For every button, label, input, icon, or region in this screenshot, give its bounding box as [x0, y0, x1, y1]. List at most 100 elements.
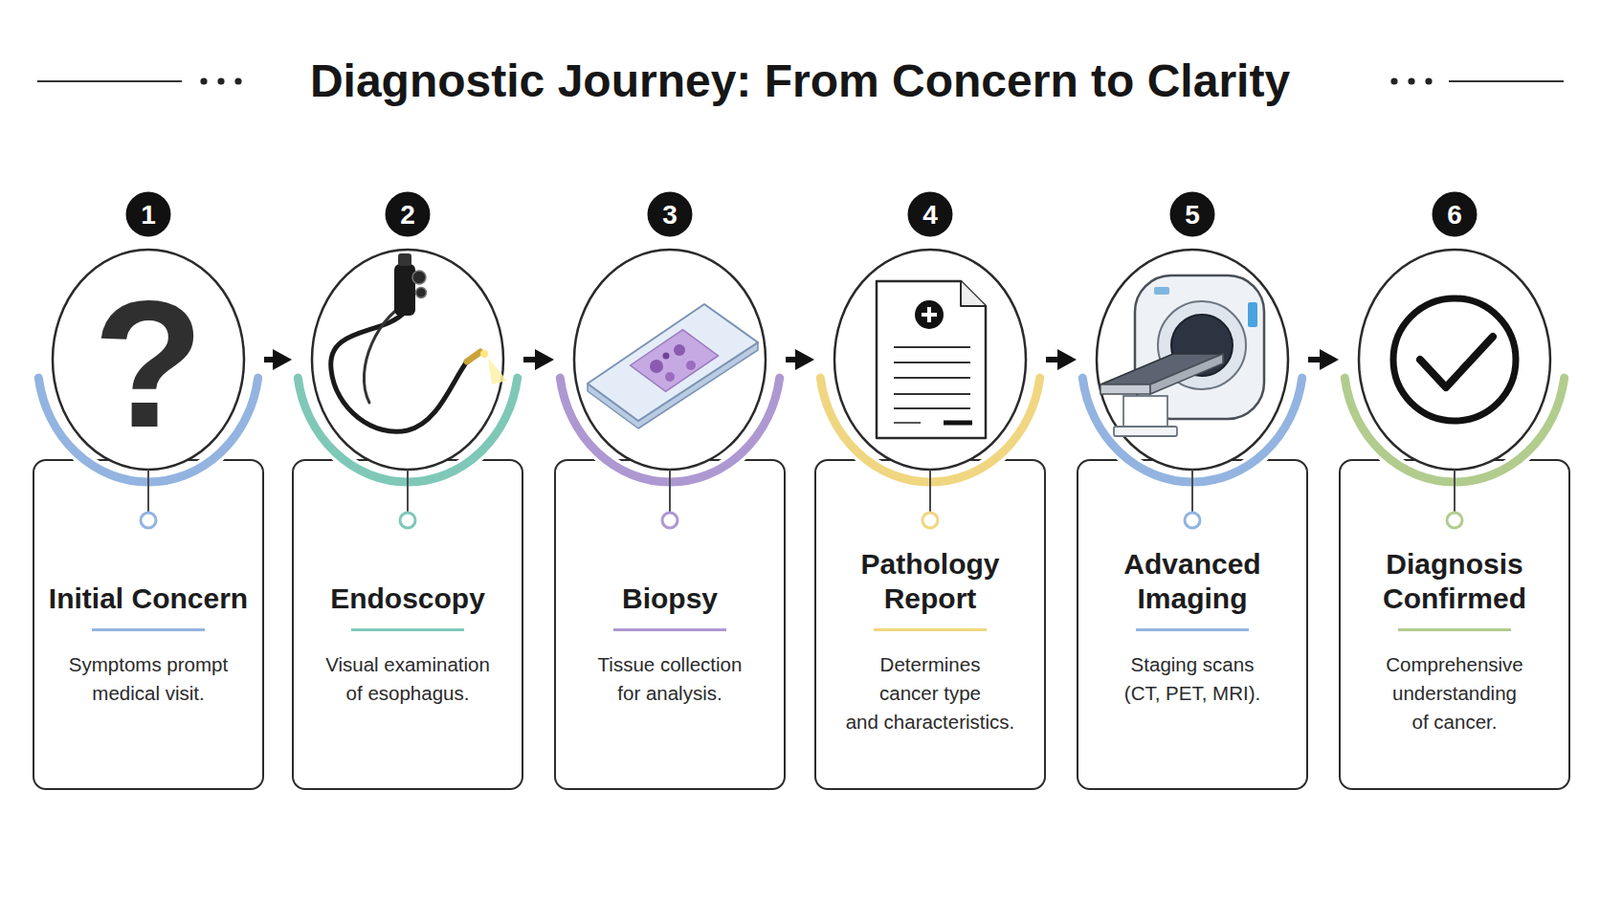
endoscope-icon — [363, 300, 414, 403]
step-description: Symptoms prompt medical visit. — [55, 650, 242, 709]
step-number: 2 — [384, 201, 431, 229]
step-description: Staging scans (CT, PET, MRI). — [1099, 650, 1286, 709]
step-box: BiopsyTissue collection for analysis. — [554, 459, 786, 791]
number-badge — [385, 192, 431, 238]
title-dot — [217, 77, 224, 85]
icon-circle — [574, 249, 766, 470]
document-icon — [943, 421, 973, 426]
endoscope-icon — [398, 253, 412, 267]
icon-circle — [1096, 249, 1289, 470]
endoscope-icon — [416, 288, 427, 299]
endoscope-icon — [412, 270, 426, 285]
step-box: Initial ConcernSymptoms prompt medical v… — [32, 459, 265, 791]
step-heading: Diagnosis Confirmed — [1346, 547, 1563, 617]
endoscope-icon — [331, 253, 508, 432]
flow-arrow — [1045, 356, 1067, 363]
document-icon — [914, 300, 944, 330]
step-box: EndoscopyVisual examination of esophagus… — [291, 459, 524, 791]
title-dot — [1424, 77, 1432, 85]
slide-icon — [686, 360, 696, 371]
document-icon — [893, 407, 971, 410]
number-badge — [908, 192, 954, 238]
step-heading: Endoscopy — [299, 547, 516, 617]
heading-underline — [351, 628, 465, 632]
slide-icon — [665, 372, 675, 382]
title-dot — [200, 77, 207, 85]
scanner-icon — [1100, 275, 1265, 437]
scanner-icon — [1100, 354, 1223, 385]
title-rule — [37, 80, 182, 83]
step-number: 4 — [907, 201, 954, 229]
title-rule — [1448, 80, 1564, 83]
icon-circle — [1358, 249, 1551, 470]
checkmark-icon — [1420, 336, 1493, 388]
scanner-icon — [1154, 287, 1170, 295]
heading-underline — [1135, 628, 1249, 632]
document-icon — [921, 307, 937, 323]
slide-icon — [587, 304, 758, 422]
step-number: 5 — [1169, 201, 1216, 229]
document-icon — [893, 422, 921, 424]
flow-arrow — [1308, 356, 1330, 363]
scanner-icon — [1113, 426, 1178, 437]
step-number: 3 — [646, 201, 693, 229]
step-description: Tissue collection for analysis. — [577, 650, 763, 709]
flow-arrow — [264, 356, 283, 363]
step-description: Comprehensive understanding of cancer. — [1361, 650, 1548, 737]
document-icon — [893, 361, 971, 364]
slide-icon — [587, 304, 758, 429]
slide-icon — [630, 330, 719, 393]
step-heading: Initial Concern — [40, 547, 257, 617]
question-mark: ? — [52, 272, 245, 455]
step-box: Diagnosis ConfirmedComprehensive underst… — [1338, 459, 1571, 791]
number-badge — [126, 192, 172, 238]
document-icon — [893, 393, 971, 396]
step-number: 6 — [1431, 201, 1478, 229]
step-heading: Biopsy — [561, 547, 778, 617]
step-description: Visual examination of esophagus. — [314, 650, 501, 709]
diagram-title: Diagnostic Journey: From Concern to Clar… — [0, 58, 1600, 105]
step-heading: Pathology Report — [822, 547, 1039, 617]
heading-underline — [91, 628, 205, 632]
scanner-icon — [1157, 301, 1246, 390]
endoscope-icon — [488, 357, 508, 385]
scanner-icon — [1134, 275, 1265, 420]
scanner-icon — [1123, 396, 1168, 429]
checkmark-icon — [1393, 298, 1516, 422]
slide-icon — [673, 344, 686, 356]
title-dot — [1407, 77, 1415, 85]
endoscope-icon — [331, 311, 467, 432]
document-icon — [893, 346, 971, 349]
checkmark-icon — [1393, 298, 1516, 422]
heading-underline — [613, 628, 727, 632]
icon-circle — [311, 249, 504, 470]
flow-arrow — [785, 356, 805, 363]
endoscope-icon — [466, 352, 481, 362]
connector-group — [264, 359, 1330, 361]
number-badge — [1432, 192, 1478, 238]
step-heading: Advanced Imaging — [1084, 547, 1301, 617]
slide-icon — [587, 342, 758, 429]
document-icon — [876, 281, 986, 439]
endoscope-icon — [480, 350, 489, 358]
step-box: Pathology ReportDetermines cancer type a… — [814, 459, 1046, 791]
slide-icon — [663, 353, 670, 360]
document-icon — [876, 281, 986, 439]
scanner-icon — [1150, 354, 1223, 395]
heading-underline — [873, 628, 987, 632]
title-dot — [234, 77, 242, 85]
icon-circle — [52, 249, 245, 470]
title-dot — [1390, 77, 1398, 85]
number-badge — [647, 192, 693, 238]
step-description: Determines cancer type and characteristi… — [837, 650, 1023, 737]
number-badge — [1170, 192, 1216, 238]
heading-underline — [1398, 628, 1512, 632]
document-icon — [893, 377, 971, 379]
endoscope-icon — [394, 264, 416, 316]
step-number: 1 — [125, 201, 172, 229]
icon-circle — [834, 249, 1026, 470]
step-box: Advanced ImagingStaging scans (CT, PET, … — [1076, 459, 1309, 791]
scanner-icon — [1100, 384, 1151, 395]
flow-arrow — [523, 356, 545, 363]
